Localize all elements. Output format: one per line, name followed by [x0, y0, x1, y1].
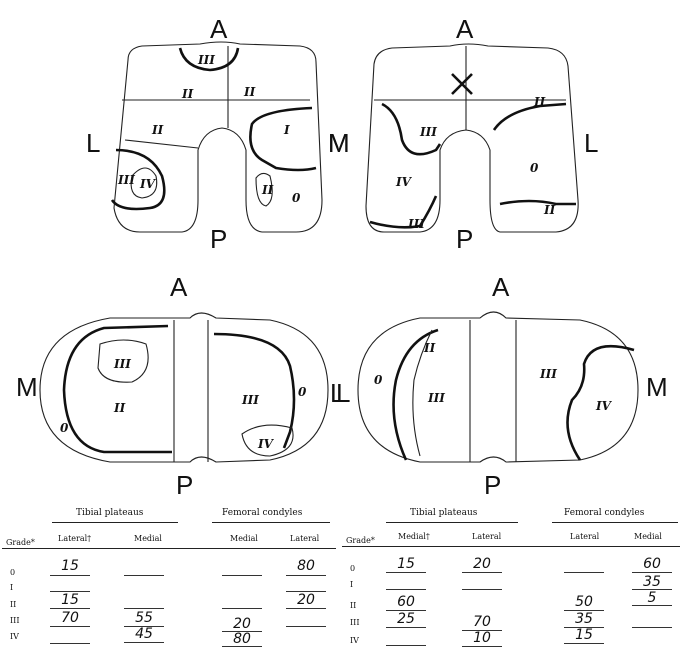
header-tibial-plateaus: Tibial plateaus — [76, 508, 143, 518]
region-label: II — [423, 341, 436, 355]
region-label: II — [261, 183, 274, 197]
region-label: IV — [257, 437, 275, 451]
cell: 60 — [386, 594, 426, 610]
region-label: 0 — [530, 161, 539, 175]
cell: 15 — [386, 556, 426, 572]
region-label: II — [113, 401, 126, 415]
cell: 70 — [462, 614, 502, 630]
condyle-outline — [114, 42, 322, 232]
col-lateral: Lateral† — [58, 534, 91, 543]
grade-label: IV — [350, 636, 359, 645]
label-lateral: L — [336, 378, 350, 408]
cell: 10 — [462, 630, 502, 646]
region-label: IV — [139, 177, 157, 191]
region-label: III — [241, 393, 259, 407]
grade-label: 0 — [10, 568, 15, 577]
panel-top-left: A P L M III II II II I III IV II 0 — [86, 14, 350, 254]
grade-label: I — [10, 583, 13, 592]
cell: 15 — [50, 592, 90, 608]
region-label: III — [407, 217, 425, 231]
label-lateral: L — [86, 128, 100, 158]
plateau-outline — [358, 312, 638, 462]
region-label: II — [181, 87, 194, 101]
panel-top-right: A P M L III IV III II 0 II — [328, 14, 598, 254]
col-grade: Grade* — [346, 536, 375, 545]
cell: 15 — [50, 558, 90, 574]
panel-bottom-right: A P L M 0 II III III IV — [336, 272, 668, 500]
col-medial: Medial — [634, 532, 662, 541]
plateau-outline — [40, 313, 328, 462]
cell: 80 — [286, 558, 326, 574]
grade-label: IV — [10, 632, 19, 641]
header-femoral-condyles: Femoral condyles — [564, 508, 644, 518]
region-label: III — [419, 125, 437, 139]
grade-label: I — [350, 580, 353, 589]
col-medial: Medial — [230, 534, 258, 543]
label-anterior: A — [456, 14, 474, 44]
cell: 25 — [386, 611, 426, 627]
region-label: II — [243, 85, 256, 99]
cell: 80 — [222, 631, 262, 647]
cell: 55 — [124, 610, 164, 626]
label-posterior: P — [456, 224, 473, 254]
region-label: II — [543, 203, 556, 217]
cell: 70 — [50, 610, 90, 626]
grade-label: III — [350, 618, 359, 627]
knee-maps: A P L M III II II II I III IV II 0 A P M… — [0, 0, 685, 500]
cell: 20 — [222, 616, 262, 632]
label-medial: M — [16, 372, 38, 402]
cell: 20 — [286, 592, 326, 608]
region-label: 0 — [374, 373, 383, 387]
region-label: II — [533, 95, 546, 109]
cell: 45 — [124, 626, 164, 642]
region-label: III — [117, 173, 135, 187]
col-lateral: Lateral — [570, 532, 599, 541]
label-medial: M — [646, 372, 668, 402]
cell: 5 — [632, 590, 672, 606]
header-femoral-condyles: Femoral condyles — [222, 508, 302, 518]
region-label: IV — [595, 399, 613, 413]
label-anterior: A — [492, 272, 510, 302]
region-label: III — [113, 357, 131, 371]
cell: 35 — [564, 611, 604, 627]
region-label: 0 — [60, 421, 69, 435]
grade-tables: Tibial plateaus Femoral condyles Grade* … — [0, 500, 685, 649]
header-tibial-plateaus: Tibial plateaus — [410, 508, 477, 518]
grade-label: 0 — [350, 564, 355, 573]
label-anterior: A — [210, 14, 228, 44]
col-grade: Grade* — [6, 538, 35, 547]
label-lateral: L — [584, 128, 598, 158]
region-label: III — [427, 391, 445, 405]
grade-table-left: Tibial plateaus Femoral condyles Grade* … — [0, 500, 342, 649]
region-label: IV — [395, 175, 413, 189]
col-medial: Medial† — [398, 532, 430, 541]
col-medial: Medial — [134, 534, 162, 543]
label-medial: M — [328, 128, 350, 158]
region-label: III — [539, 367, 557, 381]
label-posterior: P — [210, 224, 227, 254]
region-label: II — [151, 123, 164, 137]
region-label: I — [283, 123, 290, 137]
label-anterior: A — [170, 272, 188, 302]
cell: 20 — [462, 556, 502, 572]
label-posterior: P — [484, 470, 501, 500]
cell: 35 — [632, 574, 672, 590]
cell: 60 — [632, 556, 672, 572]
label-posterior: P — [176, 470, 193, 500]
cell: 50 — [564, 594, 604, 610]
panel-bottom-left: A P M L III II 0 III 0 IV — [16, 272, 344, 500]
grade-label: III — [10, 616, 19, 625]
grade-label: II — [10, 600, 16, 609]
region-label: 0 — [292, 191, 301, 205]
region-label: III — [197, 53, 215, 67]
grade-table-right: Tibial plateaus Femoral condyles Grade* … — [342, 500, 685, 649]
col-lateral: Lateral — [290, 534, 319, 543]
cell: 15 — [564, 627, 604, 643]
region-label: 0 — [298, 385, 307, 399]
col-lateral: Lateral — [472, 532, 501, 541]
grade-label: II — [350, 601, 356, 610]
